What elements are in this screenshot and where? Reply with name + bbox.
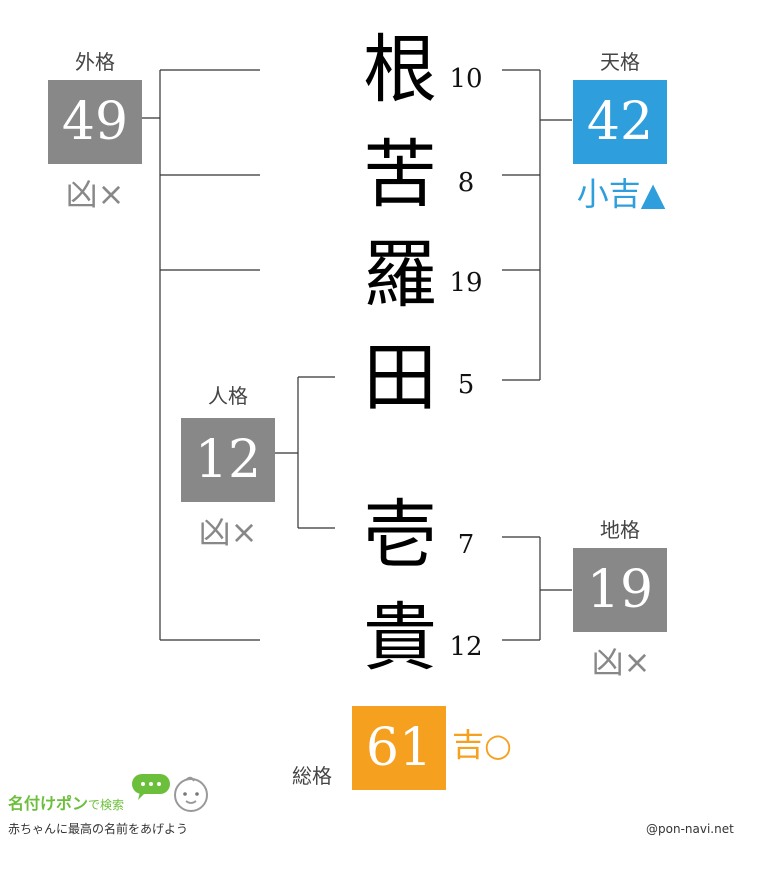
chikaku-value: 19 bbox=[573, 548, 667, 632]
logo-title-text: 名付けポン bbox=[8, 794, 89, 813]
tenkaku-label: 天格 bbox=[600, 50, 640, 74]
gaikaku-label: 外格 bbox=[75, 50, 115, 74]
stroke-count-6: 12 bbox=[449, 632, 483, 662]
name-char-4: 田 bbox=[363, 335, 437, 421]
chikaku-verdict: 凶× bbox=[591, 643, 651, 681]
stroke-count-3: 19 bbox=[449, 268, 483, 298]
name-char-5: 壱 bbox=[363, 492, 437, 578]
chikaku-label: 地格 bbox=[600, 518, 640, 542]
jinkaku-value: 12 bbox=[181, 418, 275, 502]
stroke-count-2: 8 bbox=[457, 168, 475, 198]
name-char-3: 羅 bbox=[363, 232, 437, 318]
gaikaku-value: 49 bbox=[48, 80, 142, 164]
soukaku-verdict: 吉○ bbox=[452, 726, 512, 764]
tenkaku-verdict: 小吉▲ bbox=[576, 175, 666, 213]
gaikaku-verdict: 凶× bbox=[65, 175, 125, 213]
site-credit: @pon-navi.net bbox=[646, 822, 734, 836]
logo-search-text: で検索 bbox=[88, 798, 125, 812]
name-char-6: 貴 bbox=[363, 595, 437, 681]
tenkaku-value: 42 bbox=[573, 80, 667, 164]
stroke-count-4: 5 bbox=[457, 370, 475, 400]
site-logo[interactable]: 名付けポンで検索 赤ちゃんに最高の名前をあげよう bbox=[8, 790, 188, 837]
logo-tagline: 赤ちゃんに最高の名前をあげよう bbox=[8, 822, 189, 836]
logo-title: 名付けポンで検索 bbox=[8, 790, 188, 814]
speech-bubble-icon bbox=[132, 774, 170, 800]
stroke-count-1: 10 bbox=[449, 64, 483, 94]
jinkaku-label: 人格 bbox=[208, 384, 248, 408]
name-char-1: 根 bbox=[363, 27, 437, 113]
baby-face-icon bbox=[174, 776, 208, 812]
name-char-2: 苦 bbox=[363, 132, 437, 218]
jinkaku-verdict: 凶× bbox=[198, 513, 258, 551]
soukaku-value: 61 bbox=[352, 706, 446, 790]
soukaku-label: 総格 bbox=[292, 764, 332, 788]
stroke-count-5: 7 bbox=[457, 530, 475, 560]
